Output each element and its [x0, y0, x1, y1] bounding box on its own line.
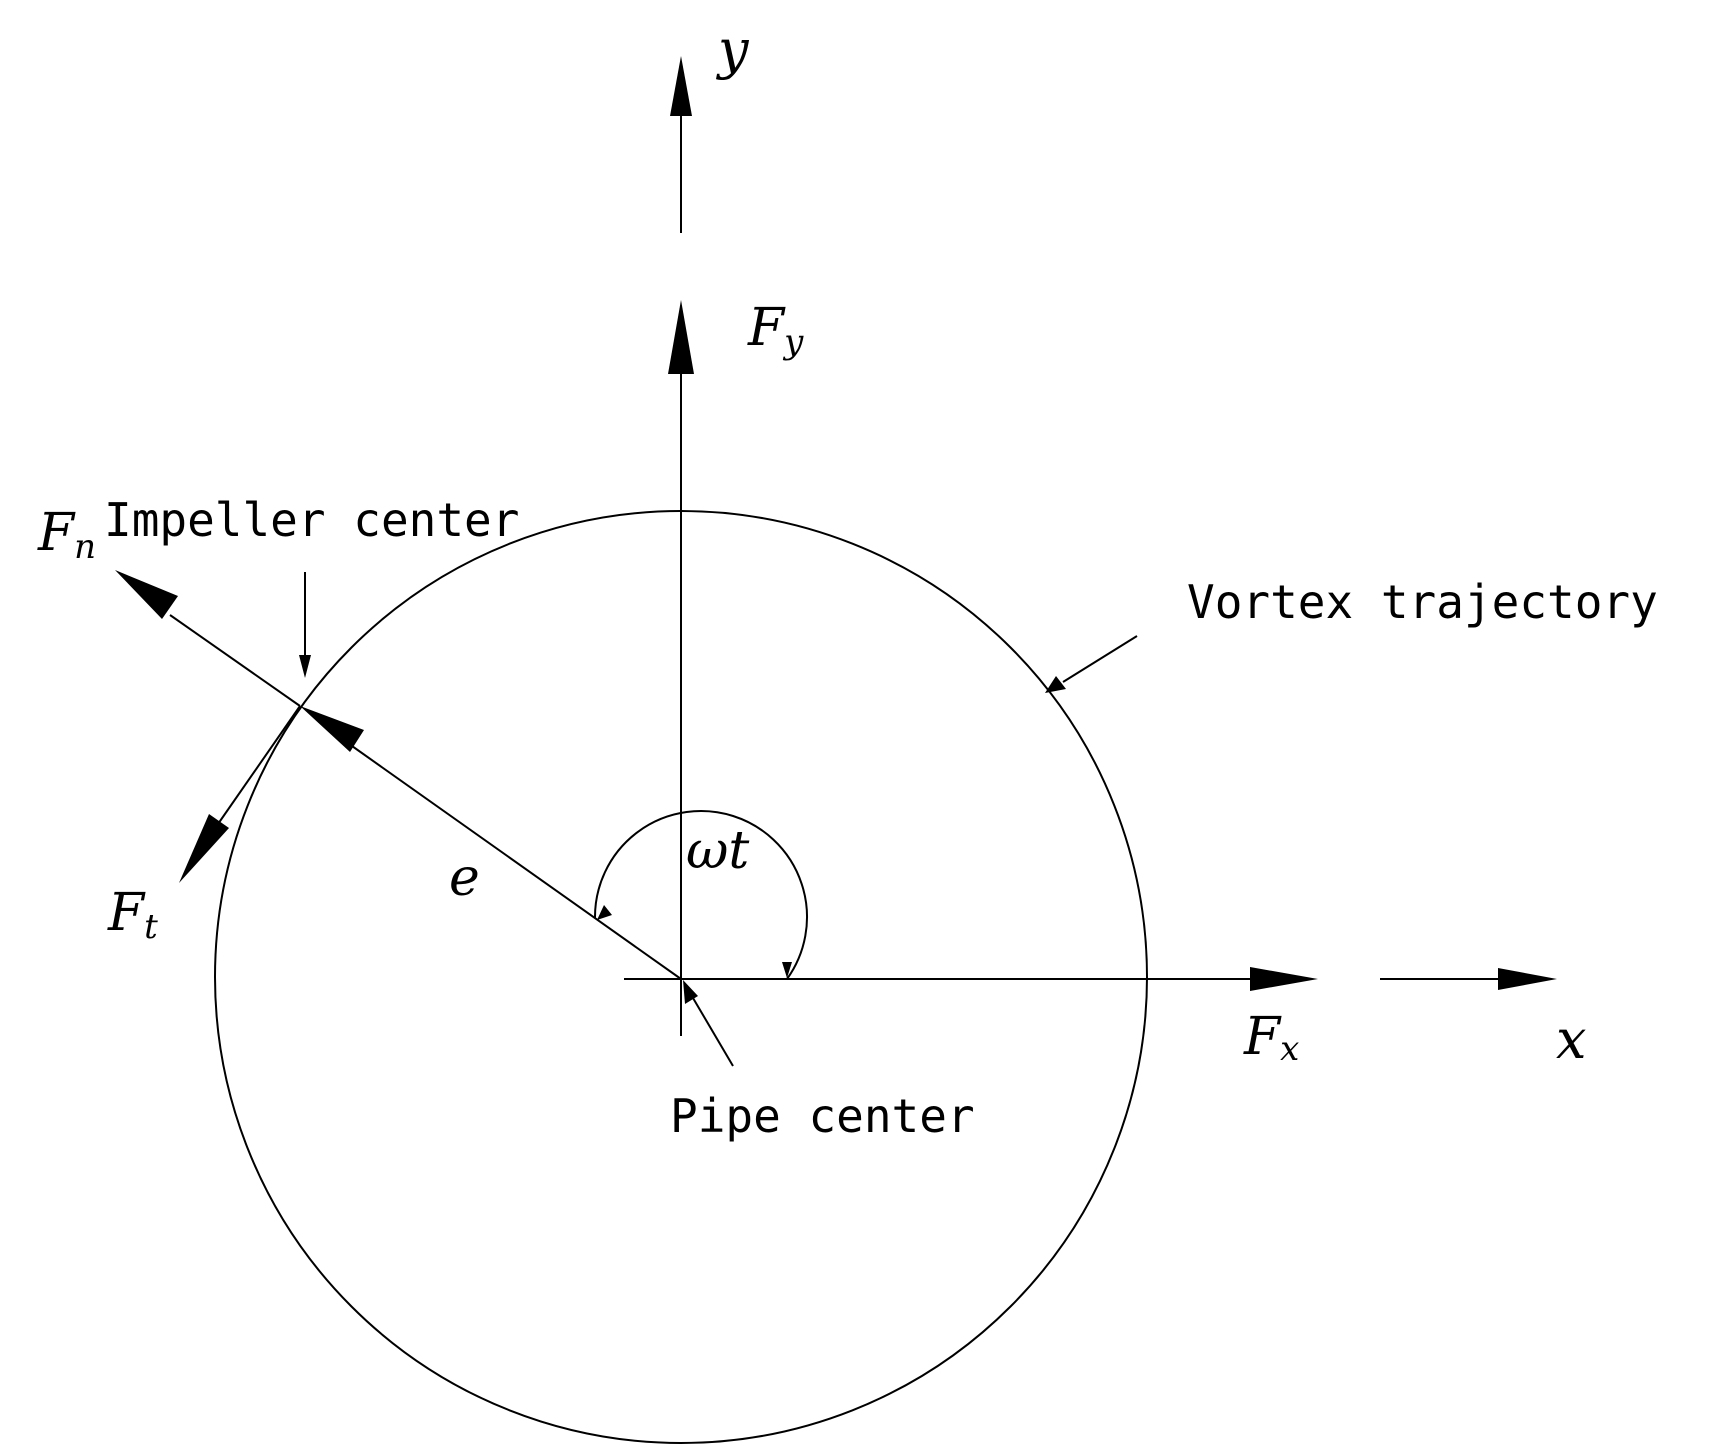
vortex-trajectory-label: Vortex trajectory — [1187, 575, 1658, 629]
pipe-center-pointer-line — [692, 997, 734, 1067]
fn-label: Fn — [37, 503, 96, 567]
ft-vector-arrowhead — [179, 814, 229, 883]
eccentricity-arrowhead — [300, 706, 364, 752]
fx-vector-arrowhead — [1250, 967, 1318, 991]
angle-label: ωt — [686, 821, 749, 881]
pipe-center-pointer-arrowhead — [683, 980, 698, 1004]
impeller-center-label: Impeller center — [104, 493, 519, 547]
ft-vector-line — [217, 705, 301, 825]
impeller-center-pointer-arrowhead — [299, 655, 311, 678]
fy-label: Fy — [747, 298, 804, 362]
vortex-trajectory-pointer-line — [1062, 635, 1138, 683]
ft-label: Ft — [107, 883, 158, 947]
y-axis-label: y — [716, 18, 750, 81]
angle-arc-start-arrowhead — [597, 905, 612, 920]
angle-arc — [593, 810, 808, 980]
eccentricity-label: e — [449, 848, 480, 908]
vortex-trajectory-pointer-arrowhead — [1045, 676, 1066, 693]
eccentricity-line — [351, 745, 682, 980]
y-axis-arrowhead — [670, 56, 692, 116]
x-axis-label: x — [1556, 1008, 1586, 1071]
pipe-center-label: Pipe center — [670, 1089, 975, 1143]
x-axis-arrowhead — [1498, 968, 1557, 990]
fn-vector-arrowhead — [115, 570, 178, 619]
angle-arc-end-arrowhead — [782, 962, 792, 978]
fn-vector-line — [169, 614, 301, 707]
fy-vector-arrowhead — [668, 300, 694, 374]
fx-label: Fx — [1243, 1007, 1299, 1069]
